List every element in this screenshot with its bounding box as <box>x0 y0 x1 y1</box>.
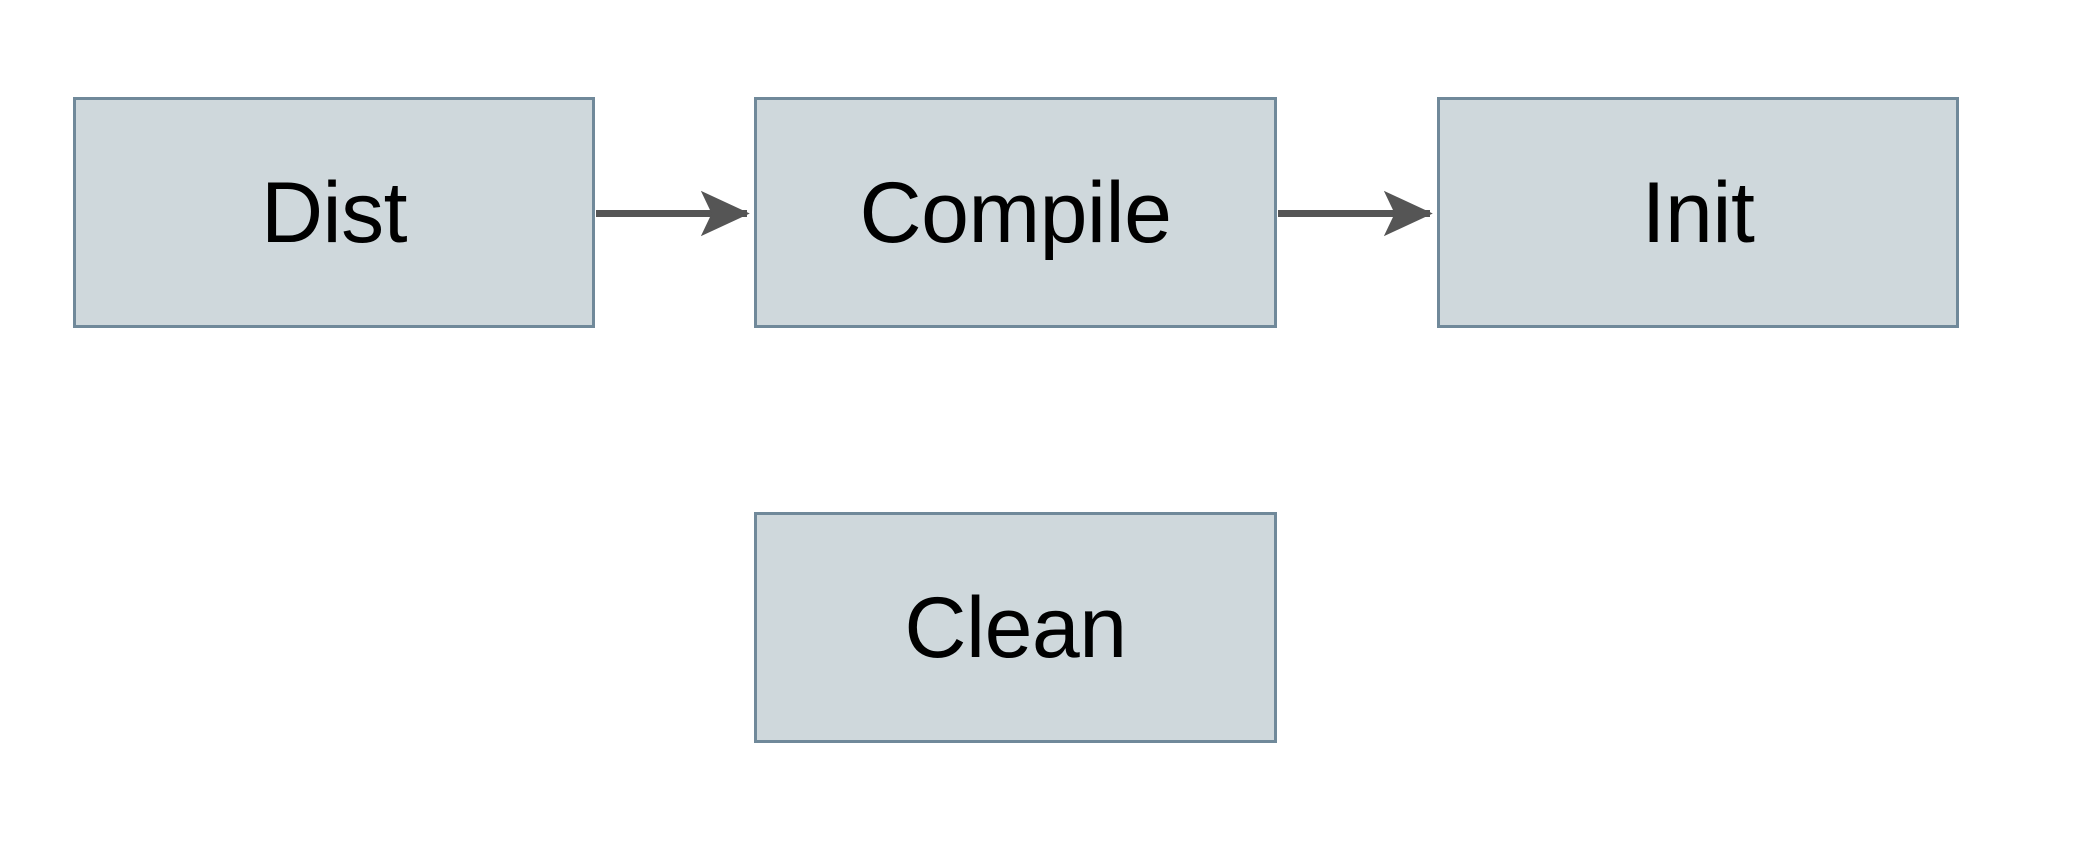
node-init[interactable]: Init <box>1437 97 1959 328</box>
node-dist[interactable]: Dist <box>73 97 595 328</box>
node-clean[interactable]: Clean <box>754 512 1277 743</box>
node-init-label: Init <box>1641 164 1755 261</box>
node-compile[interactable]: Compile <box>754 97 1277 328</box>
node-dist-label: Dist <box>260 164 408 261</box>
node-clean-label: Clean <box>904 579 1127 676</box>
node-compile-label: Compile <box>859 164 1172 261</box>
